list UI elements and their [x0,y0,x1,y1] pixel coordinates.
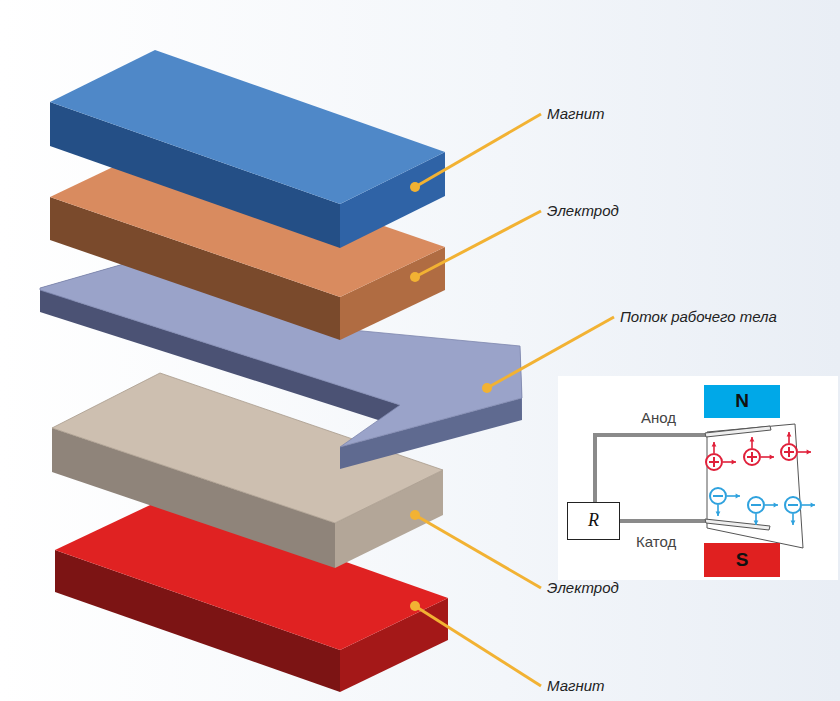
inset-schematic [558,376,838,580]
arrow-head [716,512,721,516]
ion-circle [748,497,764,513]
positive-ion [781,432,811,460]
arrow-head [750,437,755,441]
magnet-pole: N [704,385,780,418]
leader-dot [410,510,420,520]
magnet-top [50,50,445,204]
leader-dot [482,383,492,393]
positive-ion [706,442,736,470]
part-label: Поток рабочего тела [620,308,777,326]
part-label: Магнит [547,105,605,123]
anode-wire [595,435,707,503]
node-text: R [588,511,599,531]
arrow-head [770,455,774,460]
ion-sign [751,452,753,462]
magnet-pole: S [704,543,780,577]
channel-outline [707,424,803,548]
leader-line [415,515,541,588]
arrow-head [791,521,796,525]
charges [706,432,815,525]
node-text: S [736,550,749,571]
ion-circle [744,449,760,465]
arrow-head [811,503,815,508]
negative-ion [748,497,778,525]
leader-dot [410,272,420,282]
ion-sign [788,447,790,457]
leader-line [415,114,541,187]
ion-sign [713,495,723,497]
electrode-name: Катод [636,533,676,551]
part-label: Электрод [547,202,619,220]
arrow-head [787,432,792,436]
ion-circle [781,444,797,460]
arrow-head [732,460,736,465]
arrow-head [712,442,717,446]
negative-ion [785,497,815,525]
cathode-plate [705,519,770,530]
ion-circle [706,454,722,470]
part-label: Магнит [547,677,605,695]
electrode-name: Анод [641,409,676,427]
positive-ion [744,437,774,465]
arrow-head [736,494,740,499]
inset-panel [558,376,838,580]
ion-sign [713,457,715,467]
leader-dot [410,182,420,192]
arrow-head [807,450,811,455]
ion-sign [751,504,761,506]
anode-plate [705,426,771,437]
arrow-head [774,503,778,508]
leader-line [415,211,541,277]
ion-circle [785,497,801,513]
ion-circle [710,488,726,504]
leader-line [415,606,541,686]
ion-sign [788,504,798,506]
top-magnet [50,50,445,248]
cathode-wire [620,519,707,523]
resistor-symbol: R [567,502,620,540]
leader-dot [410,601,420,611]
negative-ion [710,488,740,516]
part-label: Электрод [547,579,619,597]
node-text: N [735,391,749,412]
arrow-head [754,521,759,525]
